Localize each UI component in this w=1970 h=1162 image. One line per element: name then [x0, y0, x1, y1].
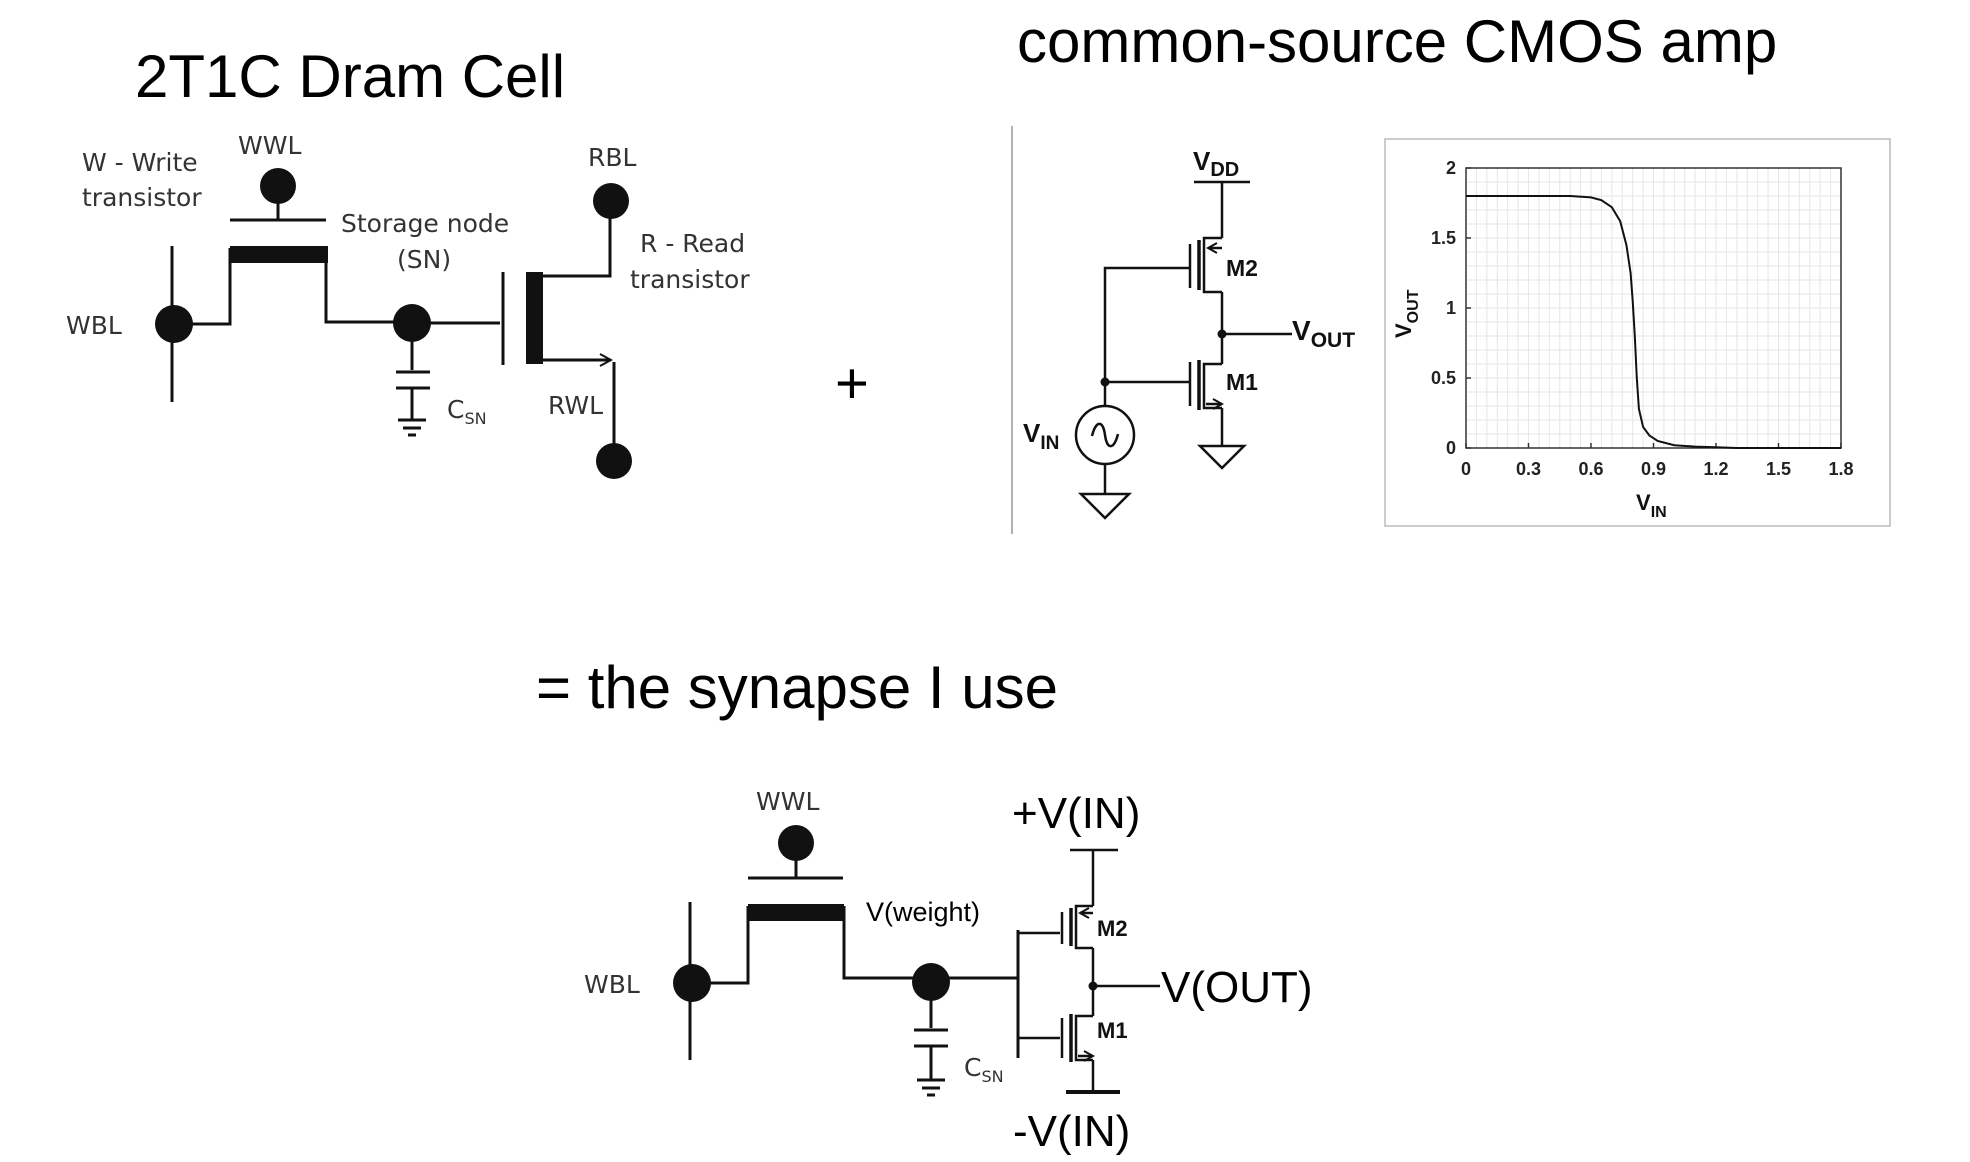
- vout-label: VOUT: [1292, 315, 1355, 352]
- m1-body: [1202, 362, 1222, 410]
- syn-csn-label: CSN: [964, 1053, 1004, 1086]
- vdd-label: VDD: [1193, 146, 1239, 181]
- synapse-diagram: WWL WBL V(weight) +V(IN) -V(IN) V(OUT) M…: [584, 787, 1313, 1156]
- dram-cell-diagram: W - Write transistor WWL WBL Storage nod…: [66, 131, 750, 479]
- x-tick-label: 0: [1461, 459, 1471, 479]
- synapse-title: = the synapse I use: [536, 654, 1058, 721]
- m1-label: M1: [1226, 369, 1258, 395]
- read-drain-wire: [543, 202, 612, 278]
- vin-ground: [1077, 492, 1133, 520]
- syn-vweight-label: V(weight): [866, 897, 980, 927]
- chart-frame: [1384, 138, 1891, 527]
- y-tick-label: 1: [1446, 298, 1456, 318]
- transfer-chart: 0 0.3 0.6 0.9 1.2 1.5 1.8 0 0.5 1 1.5 2 VIN VOUT: [1384, 138, 1891, 527]
- y-tick-label: 2: [1446, 158, 1456, 178]
- series-line: [1466, 195, 1841, 449]
- x-tick-label: 1.5: [1766, 459, 1791, 479]
- syn-write-wire-left: [692, 906, 750, 985]
- read-transistor-label-1: R - Read: [640, 229, 745, 258]
- x-axis-label: VIN: [1636, 490, 1667, 521]
- y-tick-label: 0: [1446, 438, 1456, 458]
- syn-storage-node: [912, 963, 950, 1001]
- cmos-amp-diagram: VDD M2 M1 VOUT VIN: [1011, 126, 1355, 534]
- syn-wbl-label: WBL: [584, 970, 640, 999]
- y-axis-label: VOUT: [1391, 289, 1422, 338]
- y-tick-label: 0.5: [1431, 368, 1456, 388]
- read-transistor-channel: [526, 272, 543, 364]
- x-tick-label: 1.2: [1703, 459, 1728, 479]
- rwl-node: [596, 443, 632, 479]
- vin-label: VIN: [1023, 418, 1059, 454]
- x-tick-label: 0.9: [1641, 459, 1666, 479]
- plus-sign: +: [835, 351, 869, 416]
- csn-label: CSN: [447, 395, 487, 428]
- syn-m1-body: [1074, 1014, 1093, 1062]
- gate-wire: [1103, 266, 1190, 384]
- syn-m2-label: M2: [1097, 916, 1128, 941]
- rbl-label: RBL: [588, 143, 637, 172]
- storage-node-label-2: (SN): [397, 245, 451, 274]
- dram-title: 2T1C Dram Cell: [135, 43, 565, 110]
- cmos-title: common-source CMOS amp: [1017, 8, 1777, 75]
- write-transistor-channel: [230, 246, 328, 263]
- syn-vout-label: V(OUT): [1161, 963, 1313, 1012]
- sine-icon: [1090, 422, 1120, 448]
- m2-label: M2: [1226, 255, 1258, 281]
- x-tick-label: 0.6: [1578, 459, 1603, 479]
- write-wire-right: [324, 248, 410, 324]
- x-tick-label: 0.3: [1516, 459, 1541, 479]
- syn-vin-plus-label: +V(IN): [1012, 789, 1140, 838]
- read-transistor-label-2: transistor: [630, 265, 750, 294]
- wwl-node: [260, 168, 296, 204]
- syn-wwl-label: WWL: [756, 787, 819, 816]
- syn-write-wire-right: [842, 906, 930, 980]
- storage-node-label-1: Storage node: [341, 209, 509, 238]
- rbl-node: [593, 183, 629, 219]
- x-tick-label: 1.8: [1828, 459, 1853, 479]
- syn-write-channel: [748, 904, 844, 921]
- syn-m1-label: M1: [1097, 1018, 1128, 1043]
- m1-ground: [1196, 444, 1248, 470]
- chart-grid: [1465, 167, 1842, 449]
- m2-body: [1202, 236, 1222, 294]
- syn-m2-body: [1074, 904, 1093, 950]
- rwl-label: RWL: [548, 391, 603, 420]
- syn-vin-minus-label: -V(IN): [1013, 1107, 1130, 1156]
- y-tick-label: 1.5: [1431, 228, 1456, 248]
- write-transistor-label-1: W - Write: [82, 148, 198, 177]
- write-wire-left: [174, 248, 232, 326]
- wwl-label: WWL: [238, 131, 301, 160]
- write-transistor-label-2: transistor: [82, 183, 202, 212]
- syn-wwl-node: [778, 825, 814, 861]
- wbl-label: WBL: [66, 311, 122, 340]
